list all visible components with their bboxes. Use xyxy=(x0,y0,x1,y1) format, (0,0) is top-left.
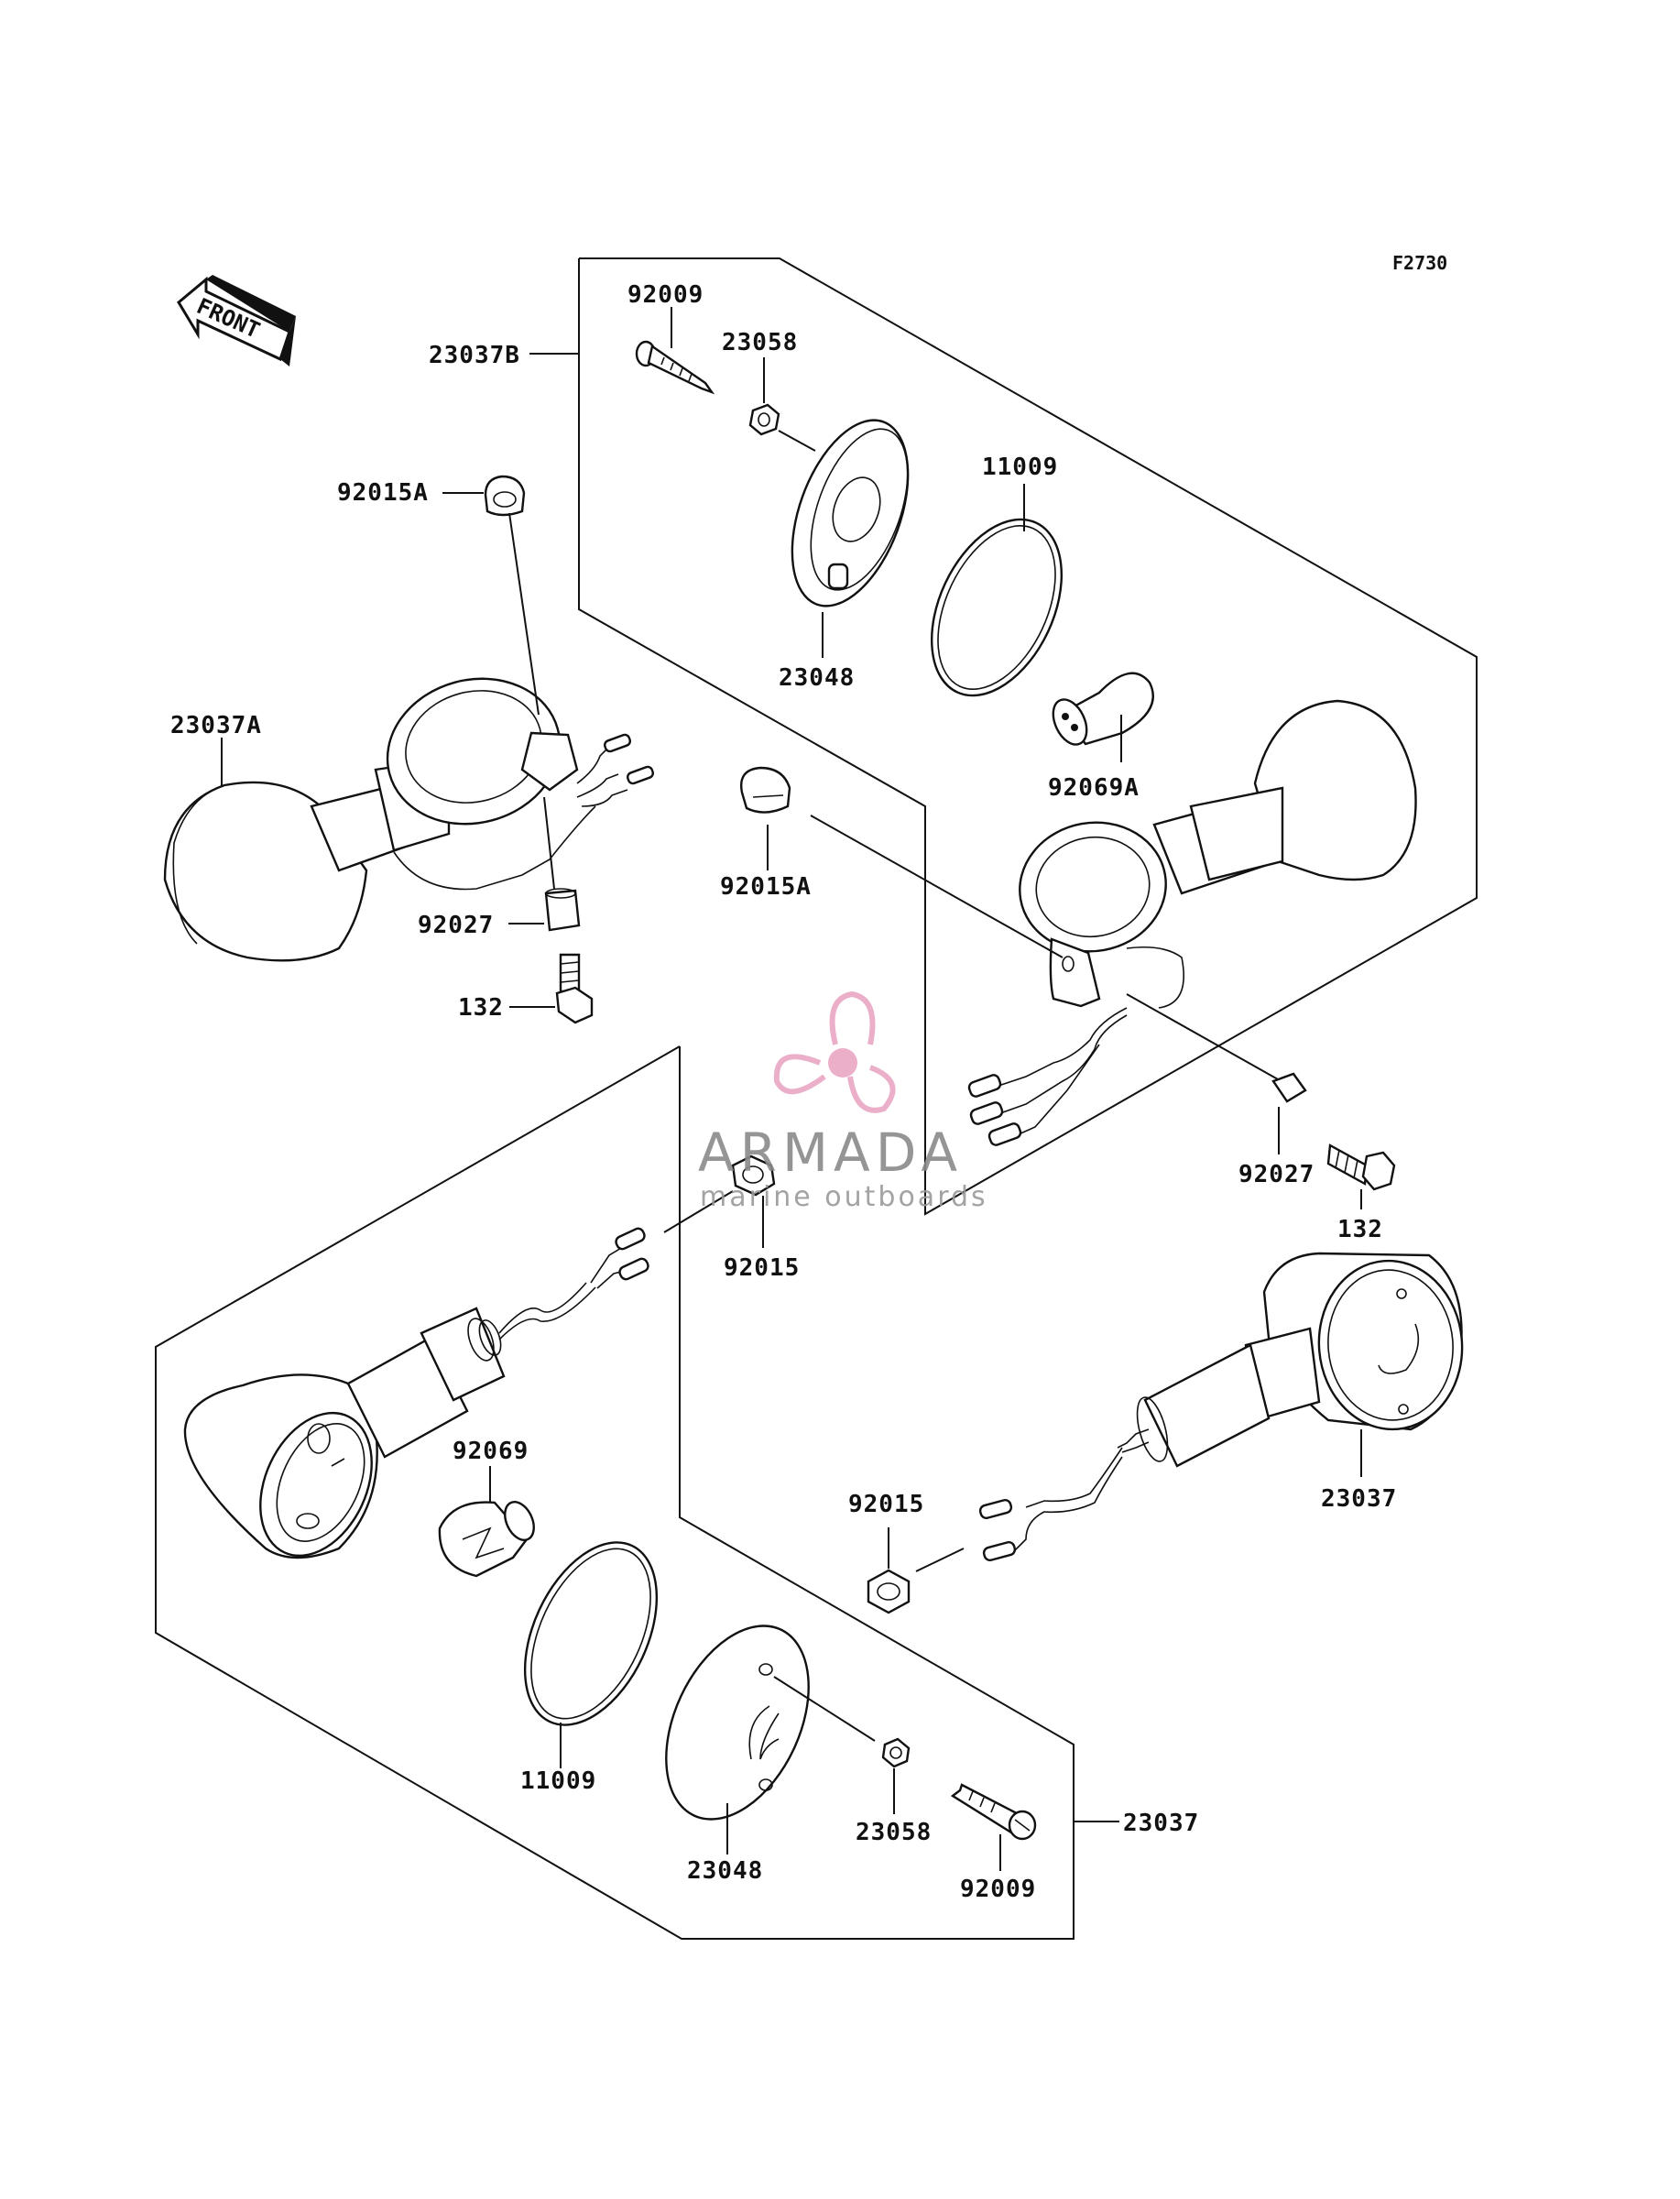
label-23058-bottom: 23058 xyxy=(856,1819,932,1846)
turn-signal-23037B xyxy=(967,699,1417,1146)
front-arrow-icon: FRONT xyxy=(177,275,296,366)
collar-92027-left xyxy=(544,888,581,932)
propeller-logo-icon xyxy=(773,990,896,1113)
bulb-92069A xyxy=(1052,672,1154,746)
turn-signal-23037A xyxy=(163,677,654,962)
washer-23058-bottom xyxy=(881,1737,911,1768)
lens-23048-top xyxy=(791,419,910,607)
label-23048-top: 23048 xyxy=(779,664,855,692)
label-23037A: 23037A xyxy=(170,712,262,739)
label-23037B: 23037B xyxy=(429,342,520,369)
watermark: ARMADA marine outboards xyxy=(698,990,988,1213)
label-92015A-mid: 92015A xyxy=(720,873,812,901)
figure-code: F2730 xyxy=(1392,252,1447,274)
label-92009-bottom: 92009 xyxy=(960,1876,1036,1903)
oring-11009-top xyxy=(930,518,1064,697)
watermark-brand: ARMADA xyxy=(698,1121,963,1184)
label-23058-top: 23058 xyxy=(722,329,798,356)
washer-23058-top xyxy=(748,403,780,436)
label-92015A-left: 92015A xyxy=(337,479,429,507)
lens-23048-bottom xyxy=(665,1625,810,1821)
label-92027-left: 92027 xyxy=(418,912,494,939)
nut-92015A-mid xyxy=(740,766,791,814)
label-92027-right: 92027 xyxy=(1238,1161,1315,1188)
label-11009-bottom: 11009 xyxy=(520,1767,596,1795)
turn-signal-23037-right xyxy=(978,1252,1464,1562)
label-23037-right: 23037 xyxy=(1321,1485,1397,1513)
oring-11009-bottom xyxy=(523,1541,659,1726)
label-92015-bottom: 92015 xyxy=(848,1491,924,1518)
nut-92015A-left xyxy=(484,475,526,517)
bolt-132-right xyxy=(1326,1143,1396,1191)
bulb-92069 xyxy=(438,1501,535,1578)
nut-92015-mid xyxy=(731,1154,776,1197)
group-outline-23037 xyxy=(155,1045,1075,1940)
screw-92009-bottom xyxy=(950,1783,1037,1841)
label-11009-top: 11009 xyxy=(982,454,1058,481)
turn-signal-23037-left xyxy=(183,1227,649,1559)
label-92069A: 92069A xyxy=(1048,774,1140,802)
label-92015-mid: 92015 xyxy=(724,1254,800,1282)
nut-92015-bottom xyxy=(867,1569,911,1614)
label-92009-top: 92009 xyxy=(627,281,704,309)
label-132-right: 132 xyxy=(1337,1216,1383,1243)
label-132-left: 132 xyxy=(458,994,504,1022)
label-23037-bottom: 23037 xyxy=(1123,1810,1199,1837)
screw-92009-top xyxy=(635,340,715,395)
bolt-132-left xyxy=(555,953,594,1024)
watermark-tagline: marine outboards xyxy=(700,1181,988,1213)
group-outline-23037B xyxy=(578,257,1478,1216)
label-92069: 92069 xyxy=(453,1438,529,1465)
collar-92027-right xyxy=(1271,1072,1307,1103)
label-23048-bottom: 23048 xyxy=(687,1857,763,1885)
